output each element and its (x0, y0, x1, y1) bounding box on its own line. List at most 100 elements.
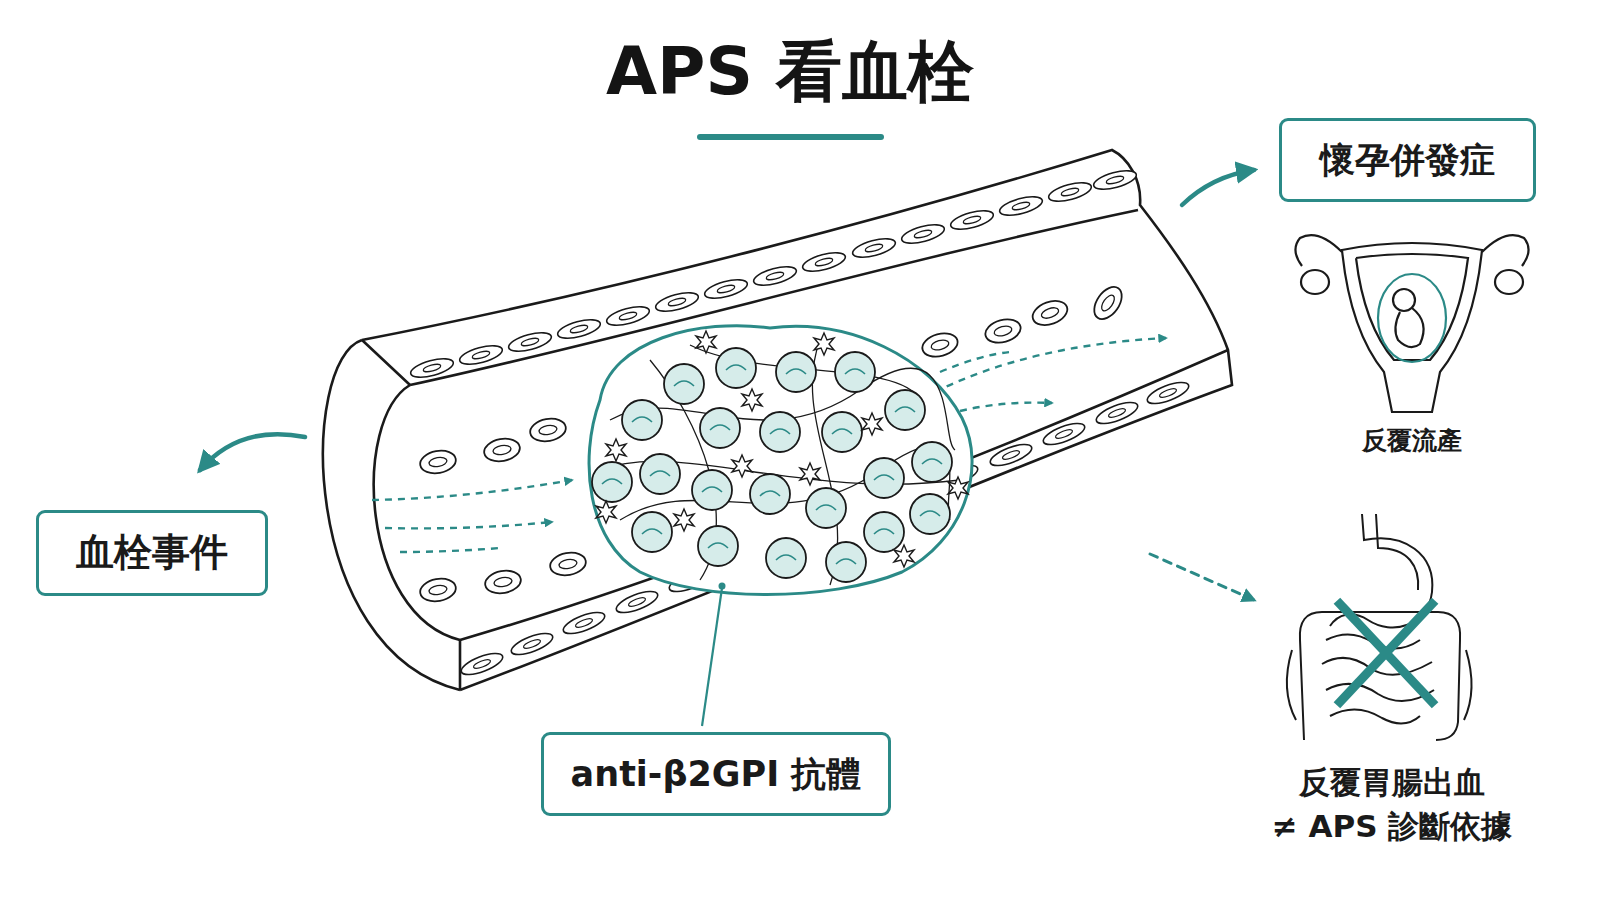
trapped-cell (622, 400, 662, 440)
trapped-cell (910, 494, 950, 534)
red-blood-cell (983, 316, 1023, 347)
outcome-arrow-dashed (1150, 554, 1254, 600)
endothelial-cell (654, 289, 700, 315)
trapped-cell (664, 364, 704, 404)
outcome-arrow (1182, 170, 1254, 205)
outcome-box: 懷孕併發症 (1279, 118, 1536, 202)
fetus-head (1393, 289, 1415, 311)
trapped-cell (698, 526, 738, 566)
note-label: 反覆流產 (1362, 426, 1462, 456)
trapped-cell (760, 412, 800, 452)
trapped-cell (700, 408, 740, 448)
endothelial-cell (561, 608, 607, 638)
amniotic-sac (1378, 274, 1446, 362)
flow-arrow (385, 522, 552, 528)
platelet (674, 509, 694, 531)
note-label: 反覆胃腸出血 (1299, 764, 1485, 801)
note-label: ≠ APS 診斷依據 (1272, 808, 1513, 845)
platelet (606, 439, 626, 461)
endothelial-cell (1145, 378, 1191, 408)
trapped-cell (885, 390, 925, 430)
endothelial-cell (509, 629, 555, 659)
endothelial-cell (458, 342, 504, 368)
outcome-arrow (200, 434, 305, 470)
leader-line (702, 588, 722, 726)
platelet (742, 389, 762, 411)
red-blood-cell (418, 448, 457, 476)
fallopian-tube (1482, 235, 1529, 266)
trapped-cell (766, 538, 806, 578)
thrombus (589, 326, 972, 595)
trapped-cell (826, 542, 866, 582)
red-blood-cell (483, 568, 522, 596)
uterus-icon (1295, 235, 1528, 412)
vessel-opening-outer (323, 340, 460, 690)
platelet (894, 545, 914, 567)
fibrin-strand (620, 445, 950, 520)
red-blood-cell (920, 330, 960, 361)
uterus-outline (1342, 243, 1482, 412)
box-label: anti-β2GPI 抗體 (571, 753, 862, 795)
endothelial-cell (459, 649, 505, 679)
endothelial-cell (900, 221, 946, 247)
trapped-cell (806, 488, 846, 528)
endothelial-cell (703, 276, 749, 302)
diagram-title: APS 看血栓 (606, 32, 974, 111)
vessel-opening-inner (374, 385, 460, 640)
flow-arrow (372, 480, 572, 500)
trapped-cell (692, 470, 732, 510)
platelet (814, 333, 834, 355)
endothelial-cells (409, 167, 1191, 679)
endothelial-cell (1092, 167, 1138, 193)
red-blood-cell (548, 550, 587, 578)
endothelial-cell (949, 207, 995, 233)
red-blood-cell (1089, 282, 1128, 324)
trapped-cell (822, 412, 862, 452)
cross-stroke (1340, 604, 1432, 702)
fibrin-strand (690, 345, 920, 400)
red-blood-cell (482, 436, 521, 464)
uterine-cavity (1356, 254, 1468, 360)
endothelial-cell (752, 263, 798, 289)
large-intestine (1300, 612, 1460, 740)
trapped-cell (640, 454, 680, 494)
red-blood-cell (528, 416, 567, 444)
endothelial-cell (556, 316, 602, 342)
flow-arrow (940, 352, 1010, 372)
endothelial-cell (998, 193, 1044, 219)
endothelial-cell (801, 249, 847, 275)
trapped-cell (864, 458, 904, 498)
platelet (948, 477, 968, 499)
red-blood-cells (418, 282, 1127, 604)
outcome-box: anti-β2GPI 抗體 (541, 732, 891, 816)
box-label: 懷孕併發症 (1320, 139, 1495, 181)
ovary (1495, 270, 1523, 294)
vessel-rim (362, 340, 460, 690)
endothelial-cell (1047, 179, 1093, 205)
endothelial-cell (507, 329, 553, 355)
trapped-cell (835, 352, 875, 392)
outcome-box: 血栓事件 (36, 510, 268, 596)
platelet (596, 501, 616, 523)
endothelial-cell (1094, 398, 1140, 428)
flow-arrow (935, 338, 1166, 392)
stomach-inner (1376, 514, 1418, 590)
endothelial-cell (409, 355, 455, 381)
platelet (800, 463, 820, 485)
endothelial-cell (988, 440, 1034, 470)
red-blood-cell (1029, 297, 1070, 330)
trapped-cell (716, 348, 756, 388)
vessel-outline (362, 150, 1232, 690)
trapped-cell (912, 442, 952, 482)
fibrin-strands (600, 340, 960, 585)
platelet (732, 455, 752, 477)
trapped-cell (776, 352, 816, 392)
fallopian-tube (1295, 235, 1342, 266)
red-blood-cell (418, 576, 457, 604)
outcome-arrows (200, 170, 1254, 600)
flow-arrow (400, 548, 500, 552)
ovary (1301, 270, 1329, 294)
title-underline (697, 134, 884, 140)
vessel-wall (323, 150, 1232, 690)
